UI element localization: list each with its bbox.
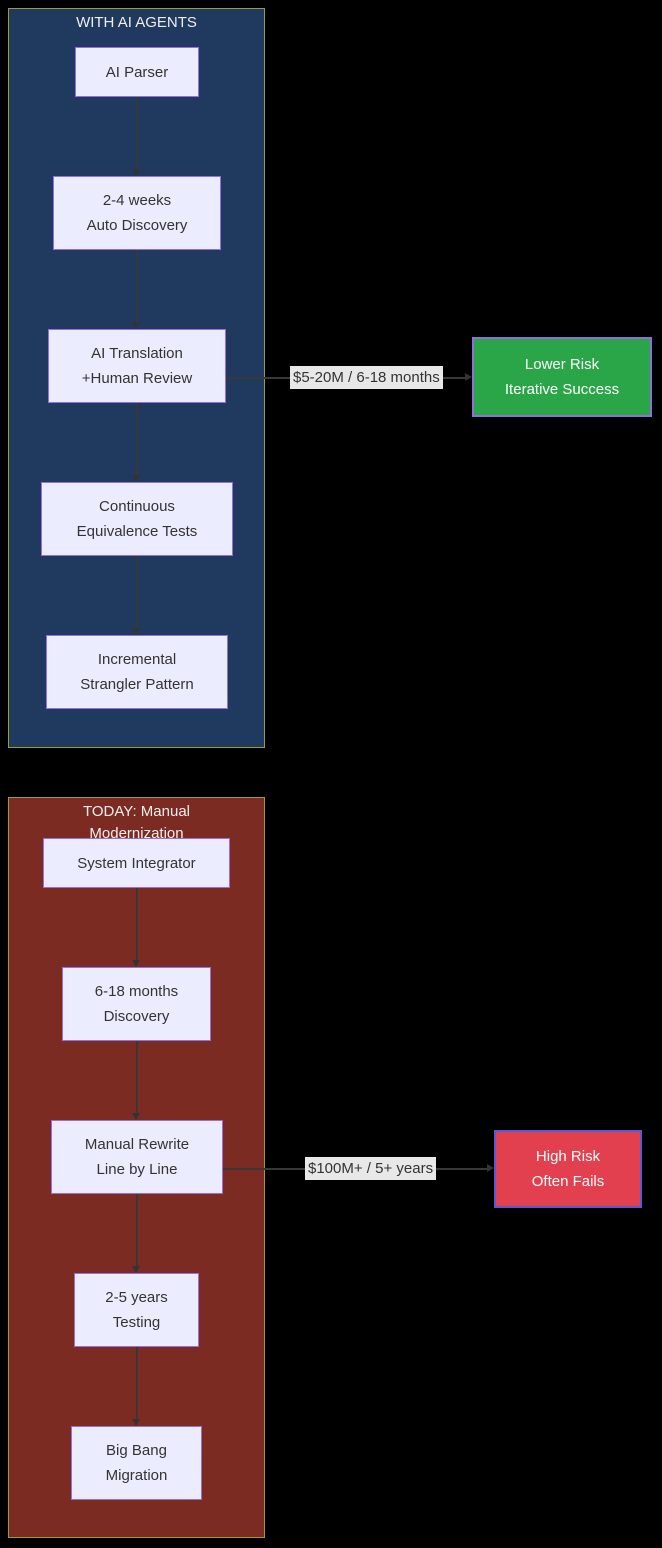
outcome-label-line: High Risk (535, 1148, 601, 1165)
flow-node-auto-discovery: 2-4 weeks Auto Discovery (53, 176, 221, 250)
outcome-label-line: Often Fails (531, 1173, 605, 1190)
manual-outcome-box: High Risk Often Fails (494, 1130, 642, 1208)
node-label-line: Strangler Pattern (80, 676, 194, 693)
connector-line (136, 1347, 138, 1419)
node-label-line: 6-18 months (94, 983, 179, 1000)
connector-line (136, 250, 138, 322)
arrow-down-icon (132, 322, 140, 329)
flow-node-manual-discovery: 6-18 months Discovery (62, 967, 211, 1041)
connector-line (136, 403, 138, 475)
ai-cost-edge-label: $5-20M / 6-18 months (290, 366, 443, 389)
node-label-line: Incremental (97, 651, 177, 668)
flow-node-system-integrator: System Integrator (43, 838, 230, 888)
outcome-label-line: Lower Risk (524, 356, 600, 373)
connector-line (136, 556, 138, 628)
ai-outcome-box: Lower Risk Iterative Success (472, 337, 652, 417)
flow-node-manual-rewrite: Manual Rewrite Line by Line (51, 1120, 223, 1194)
arrow-down-icon (132, 1113, 140, 1120)
node-label-line: Migration (105, 1467, 168, 1484)
manual-subgraph-title-line1: TODAY: Manual (83, 803, 190, 820)
arrow-down-icon (132, 1266, 140, 1273)
flow-node-testing: 2-5 years Testing (74, 1273, 199, 1347)
flow-node-big-bang-migration: Big Bang Migration (71, 1426, 202, 1500)
node-label-line: Manual Rewrite (84, 1136, 190, 1153)
node-label-line: Testing (112, 1314, 161, 1331)
flow-node-ai-parser: AI Parser (75, 47, 199, 97)
outcome-label-line: Iterative Success (504, 381, 620, 398)
manual-cost-edge-label: $100M+ / 5+ years (305, 1157, 437, 1180)
node-label-line: Auto Discovery (86, 217, 188, 234)
node-label-line: Continuous (99, 498, 175, 515)
arrow-right-icon (465, 373, 472, 381)
manual-subgraph-title-line2: Modernization (89, 825, 184, 842)
node-label-line: Line by Line (96, 1161, 178, 1178)
arrow-down-icon (132, 628, 140, 635)
node-label-line: +Human Review (81, 370, 193, 387)
arrow-down-icon (132, 1419, 140, 1426)
flow-node-ai-translation: AI Translation +Human Review (48, 329, 226, 403)
node-label-line: System Integrator (77, 854, 196, 872)
connector-line (136, 1194, 138, 1266)
node-label-line: Big Bang (106, 1442, 167, 1459)
manual-subgraph-title: TODAY: Manual Modernization (9, 801, 264, 845)
connector-line (136, 1041, 138, 1113)
node-label-line: 2-4 weeks (102, 192, 172, 209)
connector-line (136, 97, 138, 169)
arrow-down-icon (132, 475, 140, 482)
node-label-line: AI Translation (91, 345, 183, 362)
arrow-down-icon (132, 169, 140, 176)
node-label-line: Discovery (103, 1008, 170, 1025)
arrow-right-icon (487, 1164, 494, 1172)
node-label-line: AI Parser (105, 63, 169, 81)
node-label-line: Equivalence Tests (76, 523, 198, 540)
ai-agents-subgraph-title: WITH AI AGENTS (76, 14, 197, 31)
connector-line (136, 888, 138, 960)
flow-node-strangler-pattern: Incremental Strangler Pattern (46, 635, 228, 709)
flow-node-equivalence-tests: Continuous Equivalence Tests (41, 482, 233, 556)
arrow-down-icon (132, 960, 140, 967)
node-label-line: 2-5 years (105, 1289, 168, 1306)
